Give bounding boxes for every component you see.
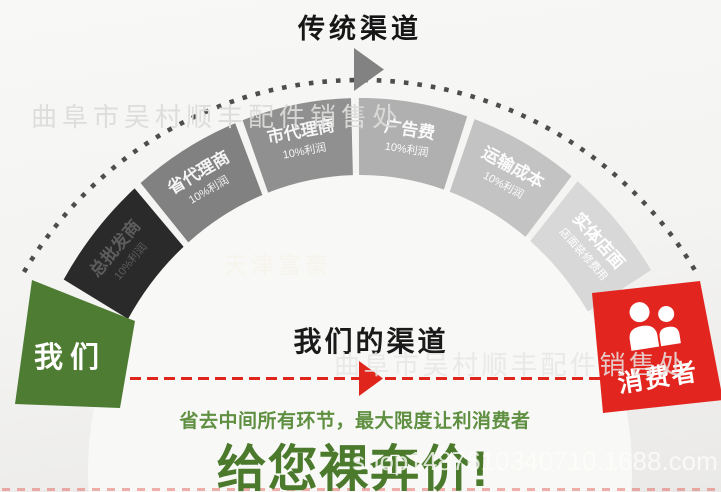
consumer-block bbox=[592, 281, 721, 413]
slogan-text: 给您裸奔价! bbox=[216, 441, 490, 492]
traditional-channel-title: 传统渠道 bbox=[298, 14, 422, 44]
traditional-arrow-icon bbox=[354, 48, 384, 91]
arch-segment-6 bbox=[530, 181, 651, 312]
arch-segment-1 bbox=[63, 188, 184, 319]
arch-segment-4 bbox=[358, 97, 468, 190]
traditional-dotted-arc bbox=[22, 77, 698, 274]
we-label: 我们 bbox=[34, 341, 106, 374]
arch-segment-2 bbox=[140, 123, 263, 243]
arch-segment-3 bbox=[242, 98, 353, 193]
benefit-text: 省去中间所有环节，最大限度让利消费者 bbox=[179, 411, 531, 432]
our-channel-title: 我们的渠道 bbox=[293, 326, 449, 357]
our-channel-arrow-icon bbox=[359, 361, 383, 396]
consumer-people-icon bbox=[629, 302, 681, 351]
we-block bbox=[15, 280, 135, 408]
arch-segment-5 bbox=[449, 119, 572, 237]
arch-inner-area bbox=[88, 173, 632, 492]
